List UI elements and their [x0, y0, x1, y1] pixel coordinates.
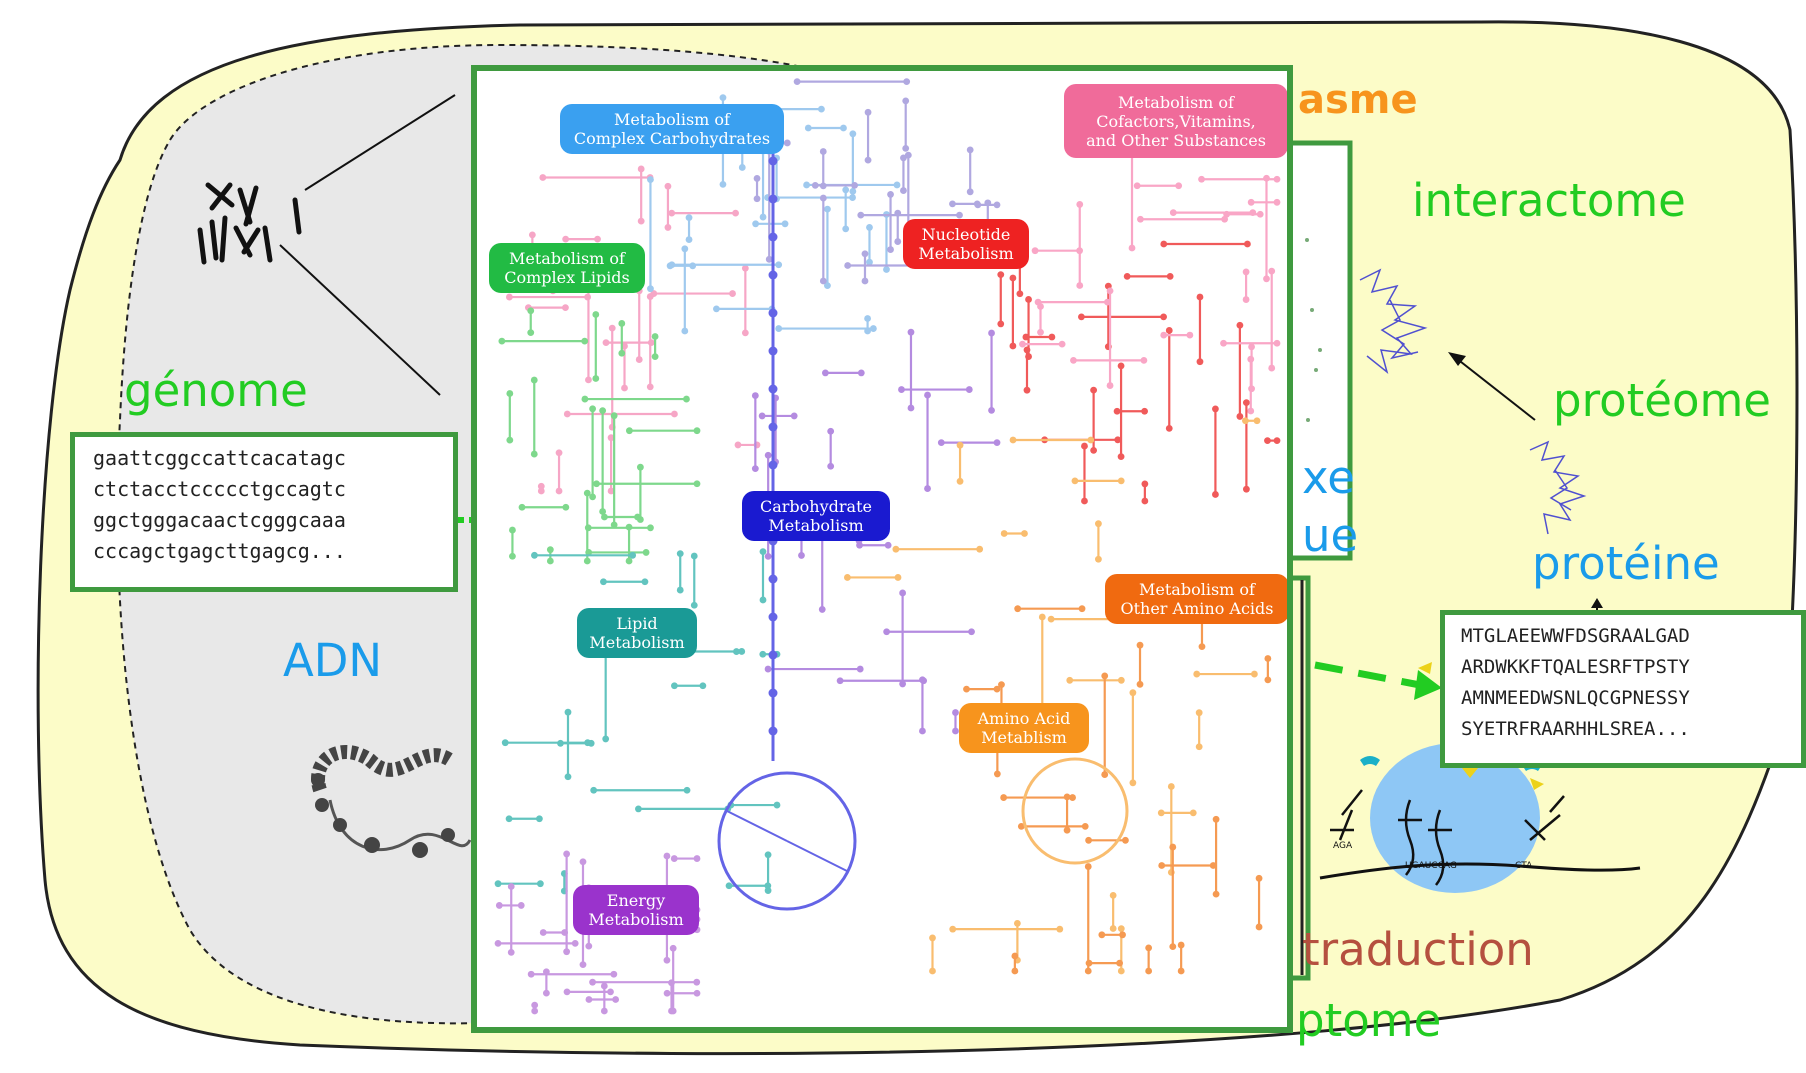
- codon-aga: AGA: [1333, 841, 1353, 851]
- proteine-label: protéine: [1532, 537, 1720, 590]
- mrna-strand: [1319, 862, 1641, 880]
- proteome-label: protéome: [1553, 374, 1771, 427]
- adn-label: ADN: [283, 634, 383, 687]
- codon-mrna: UGAUCCAG: [1405, 861, 1457, 871]
- codon-cta: CTA: [1515, 861, 1533, 871]
- interactome-label: interactome: [1412, 174, 1686, 227]
- proteome-arrow: [1455, 357, 1536, 421]
- genome-label: génome: [124, 364, 308, 417]
- protein-line: MTGLAEEWWFDSGRAALGAD: [1461, 625, 1690, 647]
- protein-line: AMNMEEDWSNLQCGPNESSY: [1461, 687, 1690, 709]
- protein-line: SYETRFRAARHHLSREA...: [1461, 718, 1690, 740]
- chromatin-fiber: [311, 744, 454, 793]
- cytoplasm-label-partial: asme: [1298, 77, 1418, 123]
- chromosome-icon: [197, 182, 302, 265]
- dna-line: gaattcggccattcacatagc: [93, 446, 346, 470]
- nucleosome-beads: [311, 773, 455, 858]
- dashed-arrow: [1314, 661, 1421, 689]
- blue-partial-2: ue: [1302, 509, 1359, 562]
- dna-line: ctctacctccccctgccagtc: [93, 477, 346, 501]
- trna-shapes: [1330, 789, 1565, 886]
- network-dots: [1305, 238, 1322, 422]
- metabolic-network: [494, 78, 1281, 1015]
- bottom-label-partial: ptome: [1296, 994, 1442, 1047]
- dna-line: cccagctgagcttgagcg...: [93, 539, 346, 563]
- blue-partial-1: xe: [1302, 451, 1355, 504]
- dna-sequence-box: gaattcggccattcacatagc ctctacctccccctgcca…: [70, 432, 458, 592]
- protein-sequence-box: MTGLAEEWWFDSGRAALGAD ARDWKKFTQALESRFTPST…: [1440, 610, 1806, 768]
- traduction-label-partial: traduction: [1302, 923, 1534, 976]
- protein-line: ARDWKKFTQALESRFTPSTY: [1461, 656, 1690, 678]
- dna-line: ggctgggacaactcgggcaaa: [93, 508, 346, 532]
- interactome-graphic: [1359, 268, 1587, 535]
